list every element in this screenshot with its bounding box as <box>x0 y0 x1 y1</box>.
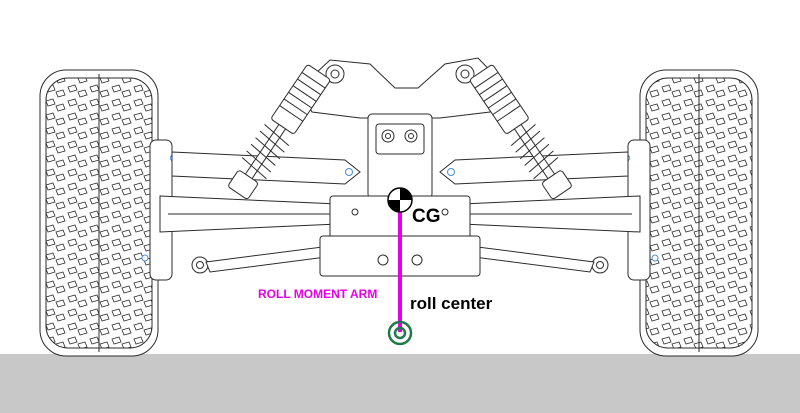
left-shock <box>191 64 331 274</box>
cg-label: CG <box>412 206 441 227</box>
shock-tower <box>299 57 506 119</box>
roll-moment-arm-label: ROLL MOMENT ARM <box>258 287 377 301</box>
ground <box>0 354 800 413</box>
cg-marker-icon <box>387 187 413 213</box>
left-tire <box>39 69 159 357</box>
roll-center-label: roll center <box>410 294 493 313</box>
right-tire <box>639 69 759 357</box>
roll-center-marker-icon <box>387 320 413 346</box>
right-shock <box>469 64 609 274</box>
